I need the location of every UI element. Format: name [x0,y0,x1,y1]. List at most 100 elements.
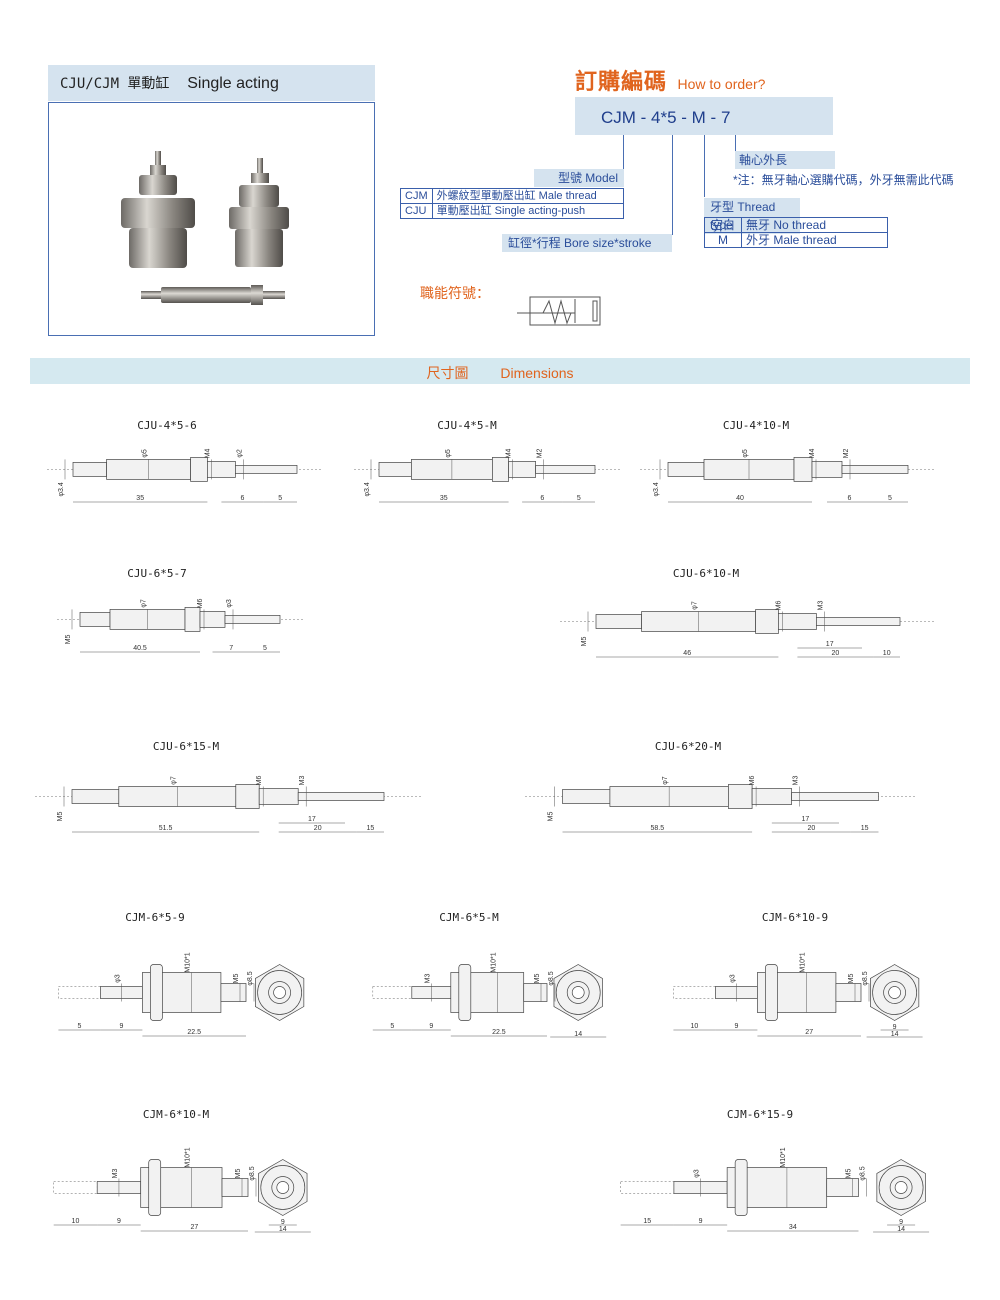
dimension-label: φ5 [445,449,452,458]
dimension-label: 14 [279,1226,287,1233]
drawing-title: CJU-6*15-M [152,740,220,753]
single-acting-symbol-icon [517,296,601,326]
cylinder-photo-illustration [121,151,289,305]
dimension-label: M5 [534,974,541,984]
function-symbol-label: 職能符號： [420,285,490,301]
thread-section [258,788,299,805]
dimension-label: M3 [817,601,824,611]
drawing-title: CJM-6*10-9 [761,911,829,924]
dimension-label: M6 [197,598,204,608]
dimension-label: φ7 [141,599,148,608]
order-title: 訂購編碼 How to order? [575,64,765,96]
dimension-label: M2 [843,448,850,458]
dimension-label: 17 [308,816,316,823]
hex-nut [793,457,813,482]
dimension-label: 20 [807,825,815,832]
dimension-label: 5 [77,1023,81,1030]
dimension-label: M3 [793,776,800,786]
dimension-label: 10 [72,1218,80,1225]
dimension-label: φ8.5 [247,971,254,985]
dimension-label: M2 [537,448,544,458]
table-row: 空白無牙 No thread [704,217,888,233]
fitting [378,462,412,477]
port-thread [523,983,548,1002]
piston-rod [235,465,298,474]
hex-nut [235,784,260,809]
piston-rod [791,792,879,801]
hex-nut [755,609,779,634]
dimension-label: M10*1 [185,952,192,972]
dimension-label: M5 [65,634,72,644]
hex-nut [728,784,753,809]
dimension-label: φ7 [692,601,699,610]
thread-section [811,461,843,478]
dimension-label: 5 [888,495,892,502]
drawing-title: CJM-6*5-9 [125,911,185,924]
dimension-label: φ8.5 [249,1166,256,1180]
dimension-label: M5 [233,974,240,984]
piston-rod [224,615,281,624]
dimension-label: 40 [736,495,744,502]
dimension-label: φ2 [236,449,243,458]
dimension-label: 7 [229,645,233,652]
dimensions-title-zh: 尺寸圖 [426,365,469,381]
dimension-label: φ3.4 [364,482,371,496]
dimension-label: 9 [281,1219,285,1226]
dimension-label: M6 [256,776,263,786]
dimension-label: 9 [699,1218,703,1225]
hex-nut [734,1159,748,1216]
fitting [595,614,642,629]
rod-length-tag: 軸心外長 [735,151,835,169]
dimension-label: φ3 [694,1169,701,1178]
dimension-label: 10 [883,650,891,657]
model-desc: 單動壓出缸 Single acting-push [431,203,625,219]
model-code: CJM [400,188,433,204]
drawing-title: CJU-6*10-M [672,567,740,580]
fitting [667,462,705,477]
drawing-title: CJU-6*20-M [654,740,722,753]
dimension-label: 15 [861,825,869,832]
dimension-label: M5 [235,1169,242,1179]
dimension-label: 5 [278,495,282,502]
dimension-label: 51.5 [159,825,173,832]
hex-nut [190,457,208,482]
end-view-bore [894,1181,908,1194]
dimension-label: M5 [548,812,555,822]
thread-code: M [704,232,742,248]
dimension-label: φ8.5 [548,971,555,985]
product-photo [48,102,375,336]
drawing-title: CJU-4*5-M [437,419,497,432]
dimension-label: 9 [893,1024,897,1031]
dimension-label: 9 [119,1023,123,1030]
dimension-label: 9 [429,1023,433,1030]
order-title-en: How to order? [677,76,766,92]
drawing-title: CJU-4*5-6 [137,419,197,432]
dimension-label: 15 [643,1218,651,1225]
fitting [562,789,611,804]
end-view-port [883,981,906,1004]
dimension-label: 9 [899,1219,903,1226]
end-view-port [268,981,291,1004]
dimension-label: 6 [540,495,544,502]
piston-rod [535,465,596,474]
leader-line [735,135,736,151]
dimension-label: φ3 [114,974,121,983]
thread-section [778,613,817,630]
dimension-label: 5 [263,645,267,652]
dimension-label: 35 [440,495,448,502]
dimension-label: M10*1 [490,952,497,972]
dimensions-title-en: Dimensions [500,365,574,381]
piston-rod [841,465,909,474]
dimension-label: M10*1 [800,952,807,972]
piston-rod [816,617,901,626]
model-desc: 外螺紋型單動壓出缸 Male thread [431,188,625,204]
product-type: Single acting [187,75,279,92]
